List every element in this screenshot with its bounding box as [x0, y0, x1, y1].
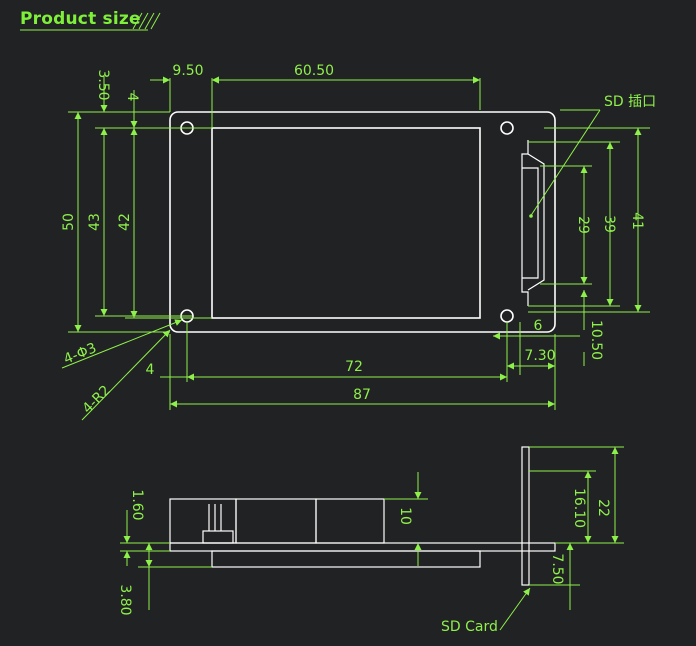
dim-height-screen: 42: [117, 213, 133, 231]
dim-sd-height-41: 41: [629, 212, 645, 230]
page-title: Product size: [20, 9, 141, 29]
dim-top-margin: 4: [124, 93, 140, 102]
label-holes: 4-Φ3: [62, 340, 99, 368]
label-corners: 4-R2: [80, 382, 114, 416]
dim-screen-width: 60.50: [294, 63, 334, 79]
dim-top-offset: 3.50: [95, 69, 111, 100]
side-view-board: [169, 446, 556, 586]
label-sd-slot: SD 插口: [604, 94, 656, 110]
top-view-board: [169, 111, 556, 333]
dim-sd-bottom: 10.50: [588, 320, 604, 360]
side-dims: 1.60 3.80 10 22 16.10 7.50 SD Card: [117, 446, 624, 635]
dim-sd-edge: 6: [534, 318, 543, 334]
label-sd-card: SD Card: [441, 619, 498, 635]
mount-hole-br: [500, 309, 514, 323]
dim-height-holes: 43: [87, 213, 103, 231]
dim-card-height-16: 16.10: [571, 488, 587, 528]
dim-pin-height: 1.60: [129, 489, 145, 520]
dim-component-height: 10: [397, 507, 413, 525]
dim-sd-slot-height: 29: [575, 216, 591, 234]
dim-width-total: 87: [353, 387, 371, 403]
dim-base-height: 3.80: [117, 584, 133, 615]
top-dims-horizontal: 9.50 60.50 4 72 87 6 7.30: [146, 63, 580, 410]
dim-height-total: 50: [61, 213, 77, 231]
sd-slot-outline: [521, 140, 545, 306]
dim-sd-height-39: 39: [601, 215, 617, 233]
title-underline: [20, 12, 161, 31]
top-dims-vertical-right: 29 39 41 10.50: [528, 127, 650, 366]
dim-card-bottom: 7.50: [549, 553, 565, 584]
dim-card-height-22: 22: [595, 499, 611, 517]
top-dims-vertical-left: 50 43 42 3.50 4: [61, 69, 212, 333]
dim-sd-depth: 7.30: [524, 348, 555, 364]
dim-left-offset: 9.50: [172, 63, 203, 79]
mount-hole-tr: [500, 121, 514, 135]
dim-hole-edge: 4: [146, 362, 155, 378]
dim-hole-pitch: 72: [345, 359, 363, 375]
